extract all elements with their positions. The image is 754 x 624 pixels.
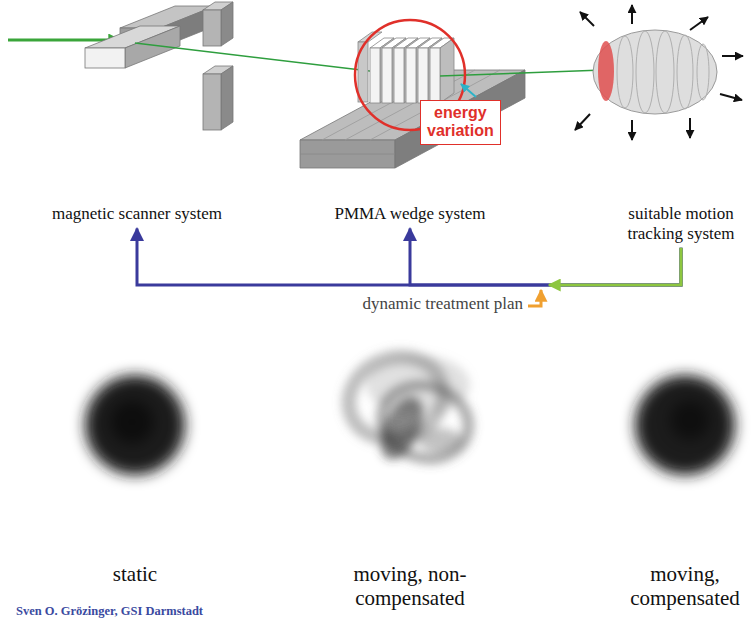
target-band (636, 31, 654, 113)
wedge-plate (370, 48, 380, 103)
image-caption: static (75, 562, 195, 586)
dose-blob (110, 400, 154, 444)
magnet-face (85, 48, 125, 68)
motion-arrow (580, 12, 594, 26)
base-face (300, 140, 395, 168)
rail-line (300, 154, 395, 155)
magnet-face (203, 74, 221, 130)
plan-arrow (528, 290, 541, 306)
target-band (697, 44, 709, 100)
magnet-face (221, 2, 233, 46)
dose-static (85, 375, 185, 475)
callout-box: energy variation (420, 100, 501, 145)
credit-note: Sven O. Grözinger, GSI Darmstadt (16, 604, 276, 618)
component-label: suitable motion tracking system (612, 204, 750, 245)
target-band (617, 36, 633, 108)
motion-arrow (689, 118, 691, 138)
node-text: PMMA wedge system (318, 204, 502, 224)
wedge-plate (430, 48, 440, 103)
wedge-plate (416, 38, 430, 103)
wedge-plate (380, 38, 394, 103)
scanner-magnet (203, 2, 233, 130)
dose-moving-compensated (635, 375, 735, 475)
pmma-wedges (358, 32, 454, 103)
dose-moving-uncompensated (337, 344, 477, 468)
dose-smear (418, 428, 462, 452)
wedge-plate (394, 48, 404, 103)
motion-arrow (720, 94, 742, 100)
motion-arrow (631, 5, 633, 24)
scanner-magnet (85, 6, 215, 68)
image-caption: moving, non-compensated (320, 562, 500, 610)
moving-target (593, 30, 717, 114)
magnet-face (221, 66, 233, 130)
wedge-plate (406, 48, 416, 103)
wedge-plate (382, 48, 392, 103)
component-label: magnetic scanner system (28, 204, 246, 224)
wedge-plate (440, 38, 454, 103)
plan-label: dynamic treatment plan (318, 294, 523, 314)
target-band (677, 35, 693, 109)
dose-blob (85, 375, 185, 475)
wedge-plate (418, 48, 428, 103)
wedge-plate (392, 38, 406, 103)
magnet-face (203, 10, 221, 46)
target-band (656, 31, 674, 113)
component-label: PMMA wedge system (318, 204, 502, 224)
dose-blob (670, 400, 710, 440)
target-body (593, 30, 717, 114)
pointer-arrow (461, 84, 476, 97)
feedback-connector (137, 228, 681, 285)
wedge-plate (404, 38, 418, 103)
motion-arrows (575, 5, 743, 140)
motion-arrow (722, 55, 743, 57)
motion-arrow (575, 114, 590, 130)
dose-blob (635, 375, 735, 475)
dose-smear (371, 390, 432, 467)
image-caption: moving, compensated (617, 562, 753, 610)
tracking-signal (549, 248, 681, 285)
motion-arrow (631, 120, 633, 140)
node-text: magnetic scanner system (28, 204, 246, 224)
node-text: energy variation (427, 104, 494, 141)
node-text: suitable motion tracking system (612, 204, 750, 245)
motion-arrow (690, 17, 708, 30)
wedge-plate (428, 38, 442, 103)
target-slice (598, 41, 614, 101)
